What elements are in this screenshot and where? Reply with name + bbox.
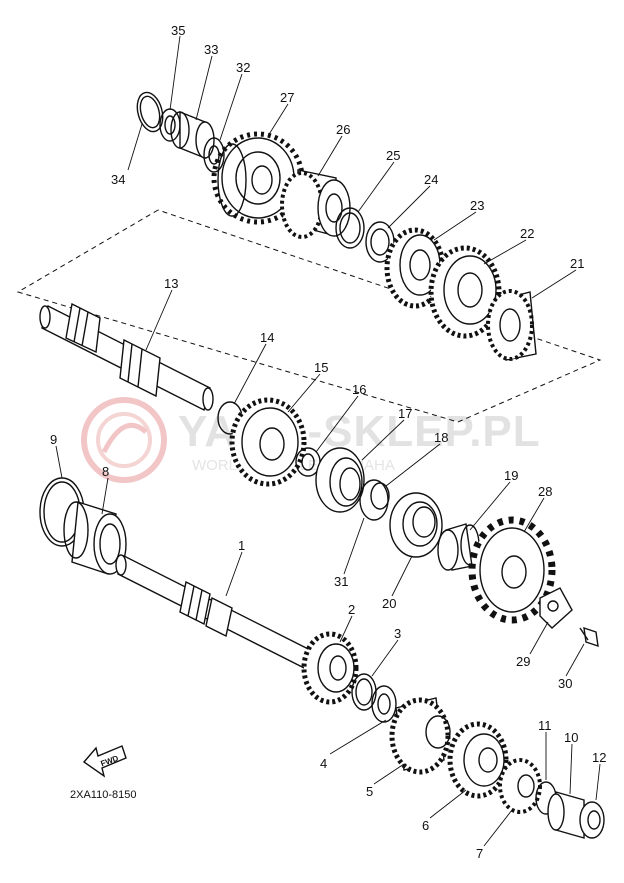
part-label-22: 22 xyxy=(520,226,534,241)
part-label-27: 27 xyxy=(280,90,294,105)
part-label-13: 13 xyxy=(164,276,178,291)
part-label-33: 33 xyxy=(204,42,218,57)
gear-22 xyxy=(428,245,502,339)
gear-2 xyxy=(301,631,359,705)
part-label-28: 28 xyxy=(538,484,552,499)
part-label-15: 15 xyxy=(314,360,328,375)
part-label-26: 26 xyxy=(336,122,350,137)
part-label-10: 10 xyxy=(564,730,578,745)
part-label-4: 4 xyxy=(320,756,327,771)
part-label-5: 5 xyxy=(366,784,373,799)
watermark-logo-icon xyxy=(81,397,167,483)
sprocket-28 xyxy=(468,516,556,624)
figure-code: 2XA110-8150 xyxy=(70,789,136,801)
part-label-3: 3 xyxy=(394,626,401,641)
part-label-6: 6 xyxy=(422,818,429,833)
part-label-21: 21 xyxy=(570,256,584,271)
forward-arrow-icon: FWD xyxy=(82,745,127,778)
part-label-24: 24 xyxy=(424,172,438,187)
part-label-20: 20 xyxy=(382,596,396,611)
gear-21 xyxy=(486,289,537,361)
main-axle-middle-group xyxy=(217,397,599,648)
part-label-25: 25 xyxy=(386,148,400,163)
leader-lines xyxy=(55,35,601,847)
part-label-19: 19 xyxy=(504,468,518,483)
bearing-17 xyxy=(315,447,365,513)
part-labels: 35 33 32 27 34 26 25 24 23 22 21 13 14 1… xyxy=(50,23,606,861)
drive-axle-13 xyxy=(39,302,214,412)
main-axle-lower-group xyxy=(39,477,605,839)
part-label-2: 2 xyxy=(348,602,355,617)
part-label-11: 11 xyxy=(538,718,552,733)
part-label-30: 30 xyxy=(558,676,572,691)
part-label-31: 31 xyxy=(334,574,348,589)
part-label-32: 32 xyxy=(236,60,250,75)
part-label-35: 35 xyxy=(171,23,185,38)
gear-7 xyxy=(498,758,542,814)
gear-15 xyxy=(229,397,307,487)
part-label-16: 16 xyxy=(352,382,366,397)
gear-26 xyxy=(280,169,351,239)
part-label-18: 18 xyxy=(434,430,448,445)
part-label-1: 1 xyxy=(238,538,245,553)
drive-axle-upper-group xyxy=(136,91,537,361)
gear-5 xyxy=(389,697,451,775)
part-label-9: 9 xyxy=(50,432,57,447)
part-label-7: 7 xyxy=(476,846,483,861)
part-label-8: 8 xyxy=(102,464,109,479)
part-label-29: 29 xyxy=(516,654,530,669)
part-label-23: 23 xyxy=(470,198,484,213)
part-label-34: 34 xyxy=(111,172,125,187)
main-axle-1 xyxy=(115,554,331,679)
part-label-12: 12 xyxy=(592,750,606,765)
part-label-14: 14 xyxy=(260,330,274,345)
gear-6 xyxy=(447,721,509,799)
bolt-30 xyxy=(579,626,599,648)
part-label-17: 17 xyxy=(398,406,412,421)
